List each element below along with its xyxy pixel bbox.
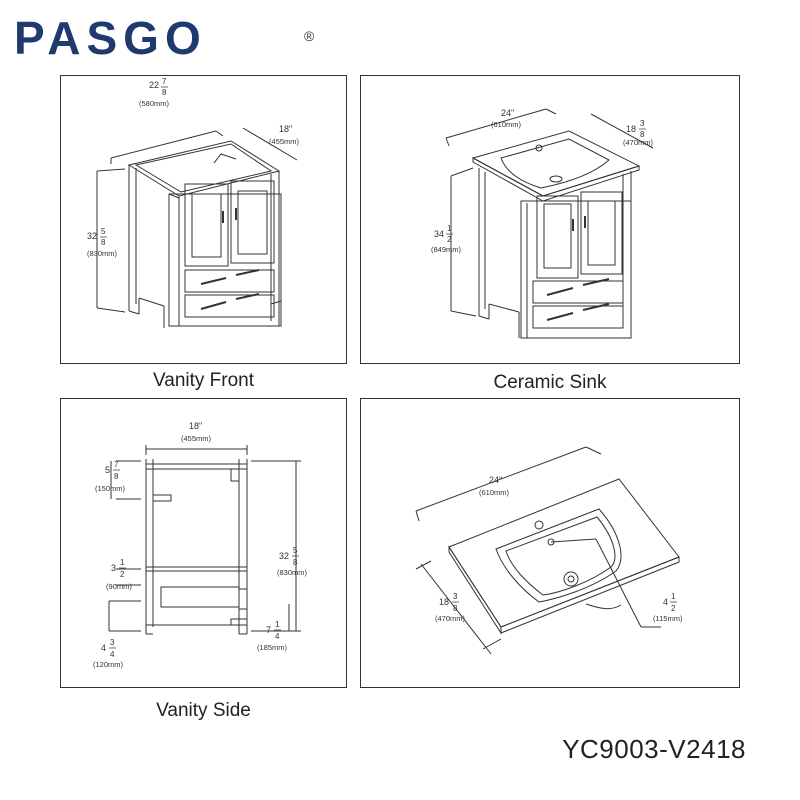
side-drawer-whole: 7	[266, 625, 271, 635]
front-width-den: 8	[162, 88, 167, 97]
side-height-mm: (830mm)	[277, 568, 308, 577]
ceramic-sink-drawing: 24" (610mm) 18 3 8 (470mm) 34 1 2 (849mm…	[431, 108, 654, 339]
sink-height-whole: 34	[434, 229, 444, 239]
side-mid-den: 2	[120, 570, 125, 579]
side-height-num: 5	[293, 546, 298, 555]
brand-logo: PASGO ®	[14, 14, 314, 62]
side-mid-mm: (90mm)	[106, 582, 132, 591]
top-bowl-whole: 4	[663, 597, 668, 607]
front-height-whole: 32	[87, 231, 97, 241]
side-top-num: 7	[114, 460, 119, 469]
side-drawer-num: 1	[275, 620, 280, 629]
front-width-num: 7	[162, 77, 167, 86]
panel-vanity-front: 22 7 8 (580mm) 18" (455mm) 32 5 8 (830mm…	[60, 75, 347, 364]
sink-height-num: 1	[447, 224, 452, 233]
front-width-whole: 22	[149, 80, 159, 90]
panel-sink-top: 24" (610mm) 18 3 8 (470mm) 4 1 2 (115mm)	[360, 398, 740, 688]
sink-height-mm: (849mm)	[431, 245, 462, 254]
product-sku: YC9003-V2418	[562, 734, 746, 764]
top-width-in: 24"	[489, 475, 502, 485]
side-height-whole: 32	[279, 551, 289, 561]
sink-width-mm: (610mm)	[491, 120, 522, 129]
front-height-num: 5	[101, 227, 106, 236]
top-bowl-den: 2	[671, 604, 676, 613]
caption-ceramic-sink: Ceramic Sink	[493, 372, 607, 393]
side-depth-in: 18"	[189, 421, 202, 431]
top-width-mm: (610mm)	[479, 488, 510, 497]
sink-depth-whole: 18	[626, 124, 636, 134]
vanity-side-drawing: 18" (455mm) 5 7 8 (150mm) 3 1 2 (90mm) 4…	[93, 421, 308, 669]
side-bottom-mm: (120mm)	[93, 660, 124, 669]
panel-ceramic-sink: 24" (610mm) 18 3 8 (470mm) 34 1 2 (849mm…	[360, 75, 740, 364]
sink-depth-den: 8	[640, 130, 645, 139]
side-top-mm: (150mm)	[95, 484, 126, 493]
sink-depth-num: 3	[640, 119, 645, 128]
front-depth-mm: (455mm)	[269, 137, 300, 146]
caption-vanity-front: Vanity Front	[152, 370, 255, 391]
side-depth-mm: (455mm)	[181, 434, 212, 443]
side-top-den: 8	[114, 472, 119, 481]
brand-name: PASGO	[14, 12, 207, 64]
sink-top-drawing: 24" (610mm) 18 3 8 (470mm) 4 1 2 (115mm)	[415, 446, 683, 655]
front-width-mm: (580mm)	[139, 99, 170, 108]
side-top-whole: 5	[105, 465, 110, 475]
top-depth-den: 8	[453, 604, 458, 613]
top-depth-mm: (470mm)	[435, 614, 466, 623]
top-depth-whole: 18	[439, 597, 449, 607]
side-bottom-den: 4	[110, 650, 115, 659]
front-depth-in: 18"	[279, 124, 292, 134]
side-drawer-mm: (185mm)	[257, 643, 288, 652]
side-drawer-den: 4	[275, 632, 280, 641]
side-height-den: 8	[293, 558, 298, 567]
sink-height-den: 2	[447, 235, 452, 244]
side-bottom-whole: 4	[101, 643, 106, 653]
top-bowl-mm: (115mm)	[653, 614, 683, 623]
front-height-mm: (830mm)	[87, 249, 118, 258]
top-bowl-num: 1	[671, 592, 676, 601]
side-mid-whole: 3	[111, 563, 116, 573]
side-bottom-num: 3	[110, 638, 115, 647]
sink-depth-mm: (470mm)	[623, 138, 654, 147]
side-mid-num: 1	[120, 558, 125, 567]
front-height-den: 8	[101, 238, 106, 247]
vanity-front-drawing: 22 7 8 (580mm) 18" (455mm) 32 5 8 (830mm…	[87, 77, 300, 328]
registered-mark: ®	[304, 28, 315, 44]
panel-vanity-side: 18" (455mm) 5 7 8 (150mm) 3 1 2 (90mm) 4…	[60, 398, 347, 688]
caption-vanity-side: Vanity Side	[156, 700, 251, 721]
sink-width-in: 24"	[501, 108, 514, 118]
top-depth-num: 3	[453, 592, 458, 601]
